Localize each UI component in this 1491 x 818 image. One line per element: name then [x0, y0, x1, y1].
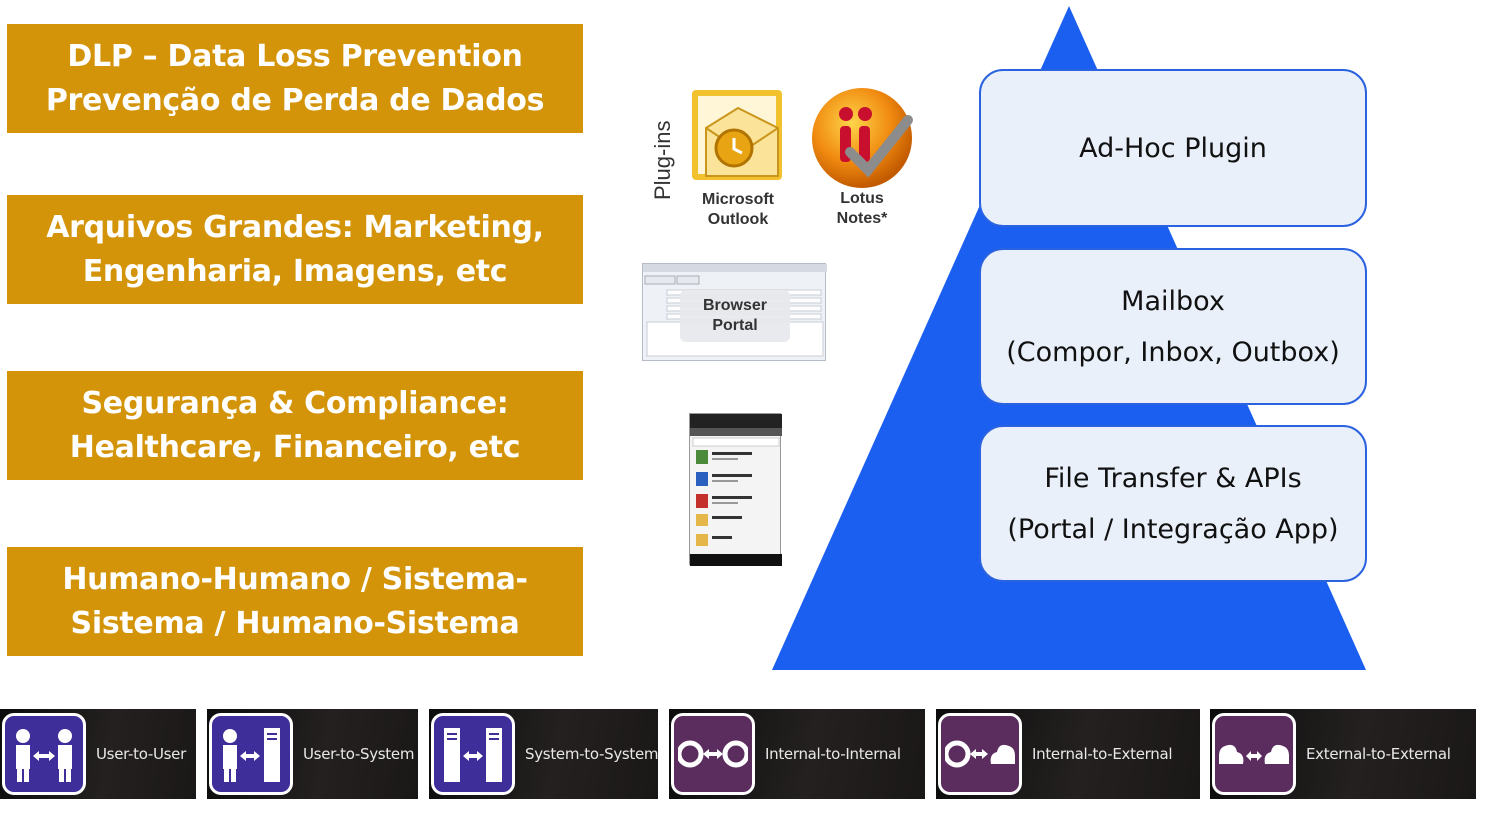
- plugins-label: Plug-ins: [650, 120, 675, 200]
- internal-to-external-icon: [938, 713, 1022, 795]
- mode-external-to-external: External-to-External: [1210, 709, 1476, 799]
- external-to-external-icon: [1212, 713, 1296, 795]
- large-files-box-line2: Engenharia, Imagens, etc: [82, 253, 508, 289]
- tier-ad-hoc-plugin: Ad-Hoc Plugin: [979, 69, 1367, 227]
- mode-internal-to-external: Internal-to-External: [936, 709, 1200, 799]
- mode-label: User-to-User: [96, 745, 186, 763]
- large-files-box-line1: Arquivos Grandes: Marketing,: [46, 209, 544, 245]
- tier-mailbox: Mailbox (Compor, Inbox, Outbox): [979, 248, 1367, 405]
- system-to-system-icon: [431, 713, 515, 795]
- mode-label: System-to-System: [525, 745, 659, 763]
- lotus-label-line2: Notes*: [836, 210, 888, 227]
- outlook-label-line2: Outlook: [707, 211, 769, 228]
- browser-label-line2: Portal: [712, 317, 758, 334]
- outlook-label: Microsoft Outlook: [690, 190, 786, 230]
- user-to-user-icon: [2, 713, 86, 795]
- large-files-box: Arquivos Grandes: Marketing, Engenharia,…: [7, 195, 583, 304]
- security-box-line1: Segurança & Compliance:: [81, 385, 509, 421]
- browser-label-line1: Browser: [702, 297, 768, 314]
- security-box-line2: Healthcare, Financeiro, etc: [69, 429, 521, 465]
- mode-label: Internal-to-External: [1032, 745, 1173, 763]
- lotus-notes-icon: [812, 88, 913, 188]
- mode-label: User-to-System: [303, 745, 415, 763]
- human-system-box: Humano-Humano / Sistema- Sistema / Human…: [7, 547, 583, 656]
- human-system-box-line2: Sistema / Humano-Sistema: [70, 605, 520, 641]
- browser-portal-label: Browser Portal: [680, 290, 790, 342]
- security-compliance-box: Segurança & Compliance: Healthcare, Fina…: [7, 371, 583, 480]
- tier2-line1: Mailbox: [1121, 285, 1225, 317]
- lotus-label-line1: Lotus: [840, 190, 884, 207]
- tier3-line2: (Portal / Integração App): [1007, 513, 1339, 545]
- mobile-app-screenshot: [689, 413, 782, 566]
- human-system-box-line1: Humano-Humano / Sistema-: [62, 561, 528, 597]
- dlp-box-line1: DLP – Data Loss Prevention: [67, 38, 523, 74]
- tier2-line2: (Compor, Inbox, Outbox): [1006, 336, 1340, 368]
- user-to-system-icon: [209, 713, 293, 795]
- mode-internal-to-internal: Internal-to-Internal: [669, 709, 925, 799]
- outlook-label-line1: Microsoft: [702, 191, 774, 208]
- mode-label: Internal-to-Internal: [765, 745, 901, 763]
- lotus-label: Lotus Notes*: [822, 189, 902, 229]
- mode-system-to-system: System-to-System: [429, 709, 659, 799]
- tier-file-transfer: File Transfer & APIs (Portal / Integraçã…: [979, 425, 1367, 582]
- tier1-line1: Ad-Hoc Plugin: [1079, 132, 1267, 164]
- outlook-icon: [692, 90, 782, 180]
- dlp-box-line2: Prevenção de Perda de Dados: [45, 82, 545, 118]
- tier3-line1: File Transfer & APIs: [1044, 462, 1302, 494]
- internal-to-internal-icon: [671, 713, 755, 795]
- dlp-box: DLP – Data Loss Prevention Prevenção de …: [7, 24, 583, 133]
- mode-label: External-to-External: [1306, 745, 1451, 763]
- mode-user-to-user: User-to-User: [0, 709, 196, 799]
- mode-user-to-system: User-to-System: [207, 709, 418, 799]
